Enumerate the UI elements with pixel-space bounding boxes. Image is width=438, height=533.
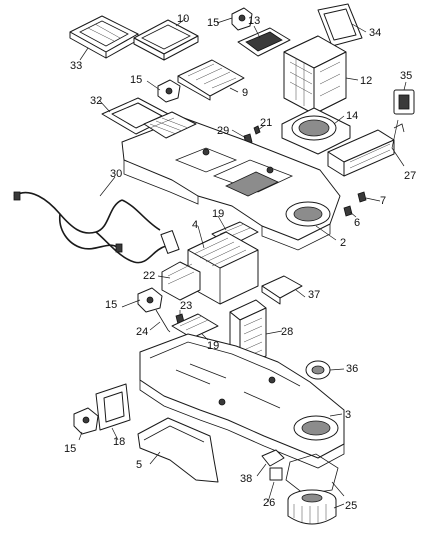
part-25-blower-motor [287, 489, 337, 525]
callout-21: 21 [260, 117, 272, 129]
part-19-pad-lower [171, 313, 219, 339]
callout-12: 12 [360, 75, 372, 87]
callout-3: 3 [345, 409, 351, 421]
callout-26: 26 [263, 497, 275, 509]
callout-27: 27 [404, 170, 416, 182]
callout-10: 10 [177, 13, 189, 25]
callout-19-a: 19 [212, 208, 224, 220]
callout-38: 38 [240, 473, 252, 485]
part-6-screw [343, 205, 353, 217]
part-15-actuator-top [231, 7, 253, 31]
callout-15-c: 15 [105, 299, 117, 311]
callout-15-a: 15 [207, 17, 219, 29]
leader-lines [78, 17, 407, 509]
callout-29: 29 [217, 125, 229, 137]
part-10-filter [133, 19, 199, 61]
callout-labels: 15 10 13 34 33 15 12 35 9 32 14 21 29 27… [64, 13, 416, 512]
callout-33: 33 [70, 60, 82, 72]
part-38-connector [261, 449, 285, 467]
part-34-gasket [317, 3, 363, 47]
part-27-heater-core [327, 123, 405, 177]
callout-30: 30 [110, 168, 122, 180]
part-15-actuator-bottom [73, 407, 99, 435]
callout-7: 7 [380, 195, 386, 207]
part-14-ring [281, 107, 351, 155]
part-9-filter-tray [177, 59, 245, 101]
callout-19-b: 19 [207, 340, 219, 352]
callout-22: 22 [143, 270, 155, 282]
part-22-actuator [161, 261, 201, 301]
callout-14: 14 [346, 110, 358, 122]
callout-25: 25 [345, 500, 357, 512]
part-18-filter [95, 383, 131, 431]
callout-28: 28 [281, 326, 293, 338]
part-3-lower-case [139, 333, 345, 469]
callout-2: 2 [340, 237, 346, 249]
callout-13: 13 [248, 15, 260, 27]
callout-37: 37 [308, 289, 320, 301]
part-30-wire-harness [13, 191, 180, 264]
part-24-rod [155, 309, 171, 333]
callout-18: 18 [113, 436, 125, 448]
callout-24: 24 [136, 326, 148, 338]
part-25-blower-gasket [285, 453, 339, 495]
part-12-housing [283, 35, 347, 115]
part-36-grommet [305, 360, 331, 380]
callout-32: 32 [90, 95, 102, 107]
callout-15-b: 15 [130, 74, 142, 86]
part-7-screw [357, 191, 367, 203]
part-35-module [393, 89, 415, 115]
upper-hvac-housing [121, 111, 341, 251]
callout-5: 5 [136, 459, 142, 471]
part-15-actuator-lower [137, 287, 163, 313]
callout-15-d: 15 [64, 443, 76, 455]
part-13-seal [237, 27, 291, 57]
part-21-clip [253, 125, 261, 135]
callout-23: 23 [180, 300, 192, 312]
callout-6: 6 [354, 217, 360, 229]
callout-35: 35 [400, 70, 412, 82]
callout-34: 34 [369, 27, 381, 39]
part-33-filter-frame [69, 15, 139, 59]
part-5-duct [137, 417, 219, 483]
callout-9: 9 [242, 87, 248, 99]
part-37-module [261, 275, 303, 305]
part-15-actuator-mid [157, 79, 181, 103]
callout-4: 4 [192, 219, 198, 231]
callout-36: 36 [346, 363, 358, 375]
part-26-block [269, 467, 283, 481]
part-4-evaporator [187, 231, 259, 305]
